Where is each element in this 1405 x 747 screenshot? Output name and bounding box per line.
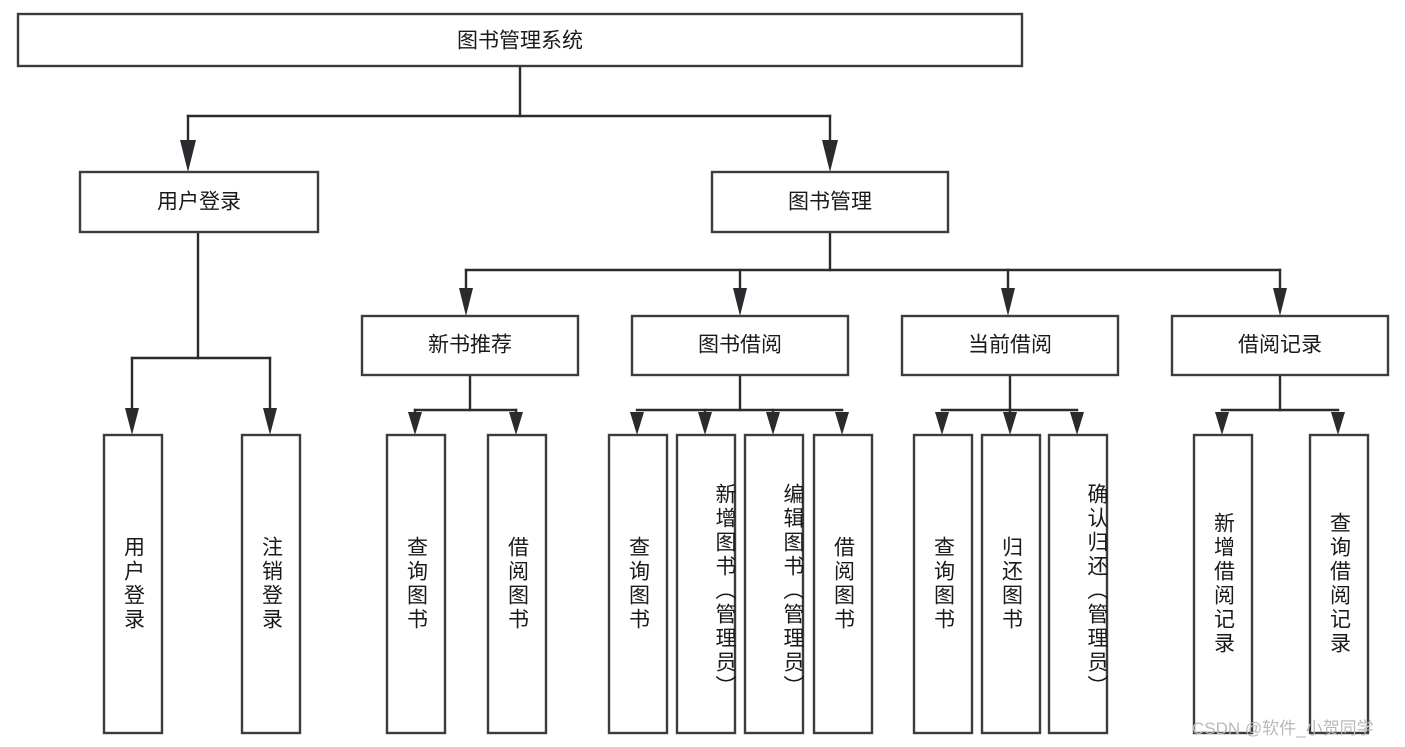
- node-leaf-edit-book-box[interactable]: [743, 433, 805, 735]
- connector-group-book-manage: [459, 230, 1287, 316]
- arrow-head-ul-1: [125, 408, 139, 435]
- node-book-manage-label: 图书管理: [788, 191, 872, 214]
- node-current-borrow-label: 当前借阅: [968, 334, 1052, 357]
- node-book-manage[interactable]: 图书管理: [710, 170, 950, 234]
- node-leaf-borrow-book-2-box[interactable]: [812, 433, 874, 735]
- arrow-head-bb-3: [766, 412, 780, 435]
- node-leaf-user-login-box[interactable]: [102, 433, 164, 735]
- node-root-box[interactable]: [16, 12, 1024, 68]
- connector-group-new-book: [408, 373, 523, 435]
- arrow-head-ul-2: [263, 408, 277, 435]
- node-root[interactable]: 图书管理系统: [16, 12, 1024, 68]
- arrow-head-bm-1: [459, 288, 473, 316]
- arrow-head-bm-4: [1273, 288, 1287, 316]
- node-new-book-recommend-label: 新书推荐: [428, 334, 512, 357]
- node-leaf-query-record-box[interactable]: [1308, 433, 1370, 735]
- node-current-borrow-box[interactable]: [900, 314, 1120, 377]
- arrow-head-cb-3: [1070, 412, 1084, 435]
- node-leaf-return-book-box[interactable]: [980, 433, 1042, 735]
- node-leaf-query-book-1-box[interactable]: [385, 433, 447, 735]
- arrow-head-cb-2: [1003, 412, 1017, 435]
- node-leaf-confirm-return-box[interactable]: [1047, 433, 1109, 735]
- arrow-head-bb-2: [698, 412, 712, 435]
- node-book-borrow[interactable]: 图书借阅: [630, 314, 850, 377]
- csdn-watermark: CSDN @软件_小贺同学: [1192, 719, 1374, 738]
- arrow-head-root-2: [822, 140, 838, 172]
- arrow-head-bb-1: [630, 412, 644, 435]
- connector-group-user-login: [125, 230, 277, 435]
- node-borrow-record-box[interactable]: [1170, 314, 1390, 377]
- arrow-head-bm-2: [733, 288, 747, 316]
- node-book-borrow-box[interactable]: [630, 314, 850, 377]
- node-current-borrow[interactable]: 当前借阅: [900, 314, 1120, 377]
- node-book-manage-box[interactable]: [710, 170, 950, 234]
- node-book-borrow-label: 图书借阅: [698, 334, 782, 357]
- arrow-head-br-1: [1215, 412, 1229, 435]
- node-root-label: 图书管理系统: [457, 30, 583, 53]
- node-new-book-recommend[interactable]: 新书推荐: [360, 314, 580, 377]
- node-new-book-recommend-box[interactable]: [360, 314, 580, 377]
- node-borrow-record[interactable]: 借阅记录: [1170, 314, 1390, 377]
- arrow-head-nb-2: [509, 412, 523, 435]
- node-leaf-borrow-book-1-box[interactable]: [486, 433, 548, 735]
- arrow-head-bb-4: [835, 412, 849, 435]
- arrow-head-nb-1: [408, 412, 422, 435]
- node-leaf-query-book-2-box[interactable]: [607, 433, 669, 735]
- arrow-head-cb-1: [935, 412, 949, 435]
- node-borrow-record-label: 借阅记录: [1238, 334, 1322, 357]
- connector-group-current-borrow: [935, 373, 1084, 435]
- arrow-head-bm-3: [1001, 288, 1015, 316]
- node-leaf-add-record-box[interactable]: [1192, 433, 1254, 735]
- connector-group-root: [180, 64, 838, 172]
- node-leaf-logout-login-box[interactable]: [240, 433, 302, 735]
- connector-group-book-borrow: [630, 373, 849, 435]
- node-leaf-query-book-3-box[interactable]: [912, 433, 974, 735]
- node-leaf-add-book-box[interactable]: [675, 433, 737, 735]
- node-user-login[interactable]: 用户登录: [78, 170, 320, 234]
- arrow-head-br-2: [1331, 412, 1345, 435]
- connector-group-borrow-record: [1215, 373, 1345, 435]
- node-user-login-box[interactable]: [78, 170, 320, 234]
- arrow-head-root-1: [180, 140, 196, 172]
- node-user-login-label: 用户登录: [157, 191, 241, 214]
